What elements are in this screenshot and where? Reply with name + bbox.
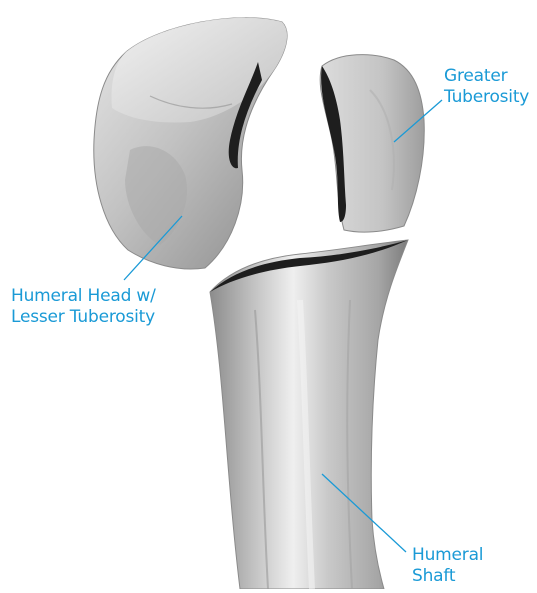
label-humeral-shaft-line1: Humeral (412, 545, 483, 566)
humeral-head-fragment (94, 18, 287, 269)
label-greater-tuberosity-line2: Tuberosity (444, 87, 529, 108)
label-humeral-head-line2: Lesser Tuberosity (11, 307, 156, 328)
label-greater-tuberosity: Greater Tuberosity (444, 66, 529, 108)
label-humeral-head: Humeral Head w/ Lesser Tuberosity (11, 286, 156, 328)
label-humeral-head-line1: Humeral Head w/ (11, 286, 156, 307)
greater-tuberosity-fragment (320, 55, 424, 232)
humeral-shaft (210, 240, 408, 589)
label-humeral-shaft: Humeral Shaft (412, 545, 483, 587)
label-humeral-shaft-line2: Shaft (412, 566, 483, 587)
label-greater-tuberosity-line1: Greater (444, 66, 529, 87)
